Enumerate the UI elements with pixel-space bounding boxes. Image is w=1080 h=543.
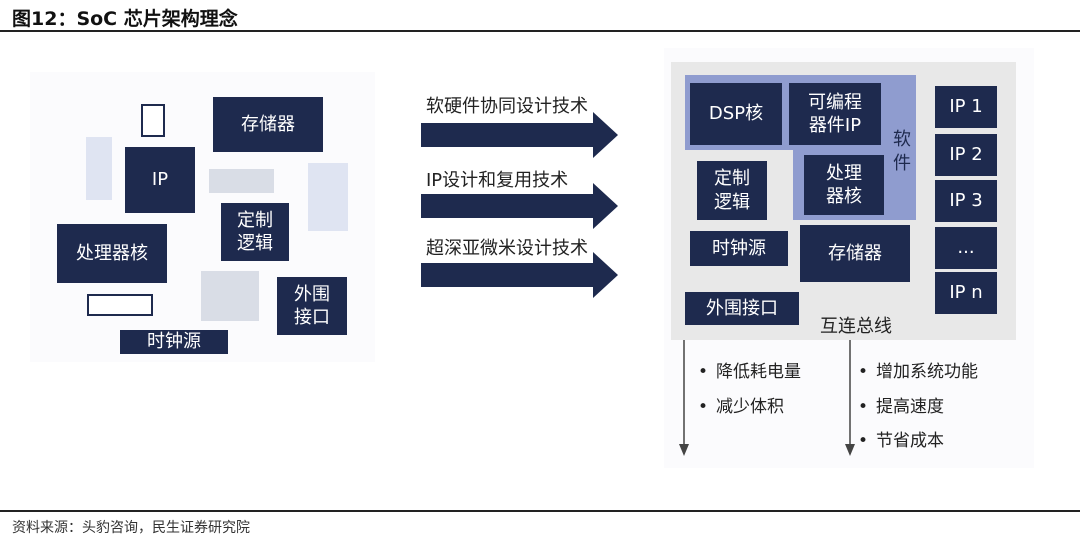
benefit-right-3: •节省成本 bbox=[858, 431, 944, 451]
left-peripheral-interface-block: 外围 接口 bbox=[277, 277, 347, 335]
soc-processor-core-block: 处理 器核 bbox=[804, 155, 884, 215]
soc-clock-source-block: 时钟源 bbox=[690, 231, 788, 266]
benefit-left-1: •降低耗电量 bbox=[698, 362, 801, 382]
source-note: 资料来源：头豹咨询，民生证券研究院 bbox=[12, 520, 250, 536]
arrow-3 bbox=[421, 252, 618, 298]
interconnect-bus-label: 互连总线 bbox=[820, 316, 892, 337]
bullet-dot: • bbox=[858, 431, 869, 451]
process-arrows bbox=[421, 112, 618, 298]
software-label: 软 件 bbox=[893, 129, 911, 175]
footer-divider bbox=[0, 510, 1080, 512]
ip-block-3: IP 3 bbox=[935, 180, 997, 222]
left-memory-block: 存储器 bbox=[213, 97, 323, 152]
benefit-right-2: •提高速度 bbox=[858, 397, 944, 417]
soc-peripheral-interface-block: 外围接口 bbox=[685, 292, 799, 325]
benefit-left-2: •减少体积 bbox=[698, 397, 784, 417]
bullet-dot: • bbox=[858, 362, 869, 382]
left-clock-source-block: 时钟源 bbox=[120, 330, 228, 354]
arrow-label-2: IP设计和复用技术 bbox=[426, 170, 569, 191]
benefit-right-1: •增加系统功能 bbox=[858, 362, 978, 382]
small-outline-square bbox=[141, 104, 165, 137]
ip-block-ellipsis: ... bbox=[935, 227, 997, 269]
arrow-label-3: 超深亚微米设计技术 bbox=[426, 238, 588, 259]
programmable-ip-block: 可编程 器件IP bbox=[789, 83, 881, 145]
left-processor-core-block: 处理器核 bbox=[57, 224, 167, 283]
ip-block-1: IP 1 bbox=[935, 86, 997, 128]
arrow-label-1: 软硬件协同设计技术 bbox=[426, 96, 588, 117]
small-outline-rect bbox=[87, 294, 153, 316]
left-ip-block: IP bbox=[125, 147, 195, 213]
left-custom-logic-block: 定制 逻辑 bbox=[221, 203, 289, 261]
bullet-dot: • bbox=[858, 397, 869, 417]
light-block-right bbox=[308, 163, 348, 231]
gray-square bbox=[201, 271, 259, 321]
bullet-dot: • bbox=[698, 362, 709, 382]
header-divider bbox=[0, 30, 1080, 32]
dsp-core-block: DSP核 bbox=[690, 83, 782, 145]
bullet-dot: • bbox=[698, 397, 709, 417]
arrow-1 bbox=[421, 112, 618, 158]
ip-block-n: IP n bbox=[935, 272, 997, 314]
soc-custom-logic-block: 定制 逻辑 bbox=[697, 161, 767, 220]
soc-memory-block: 存储器 bbox=[800, 225, 910, 282]
gray-bar bbox=[209, 169, 274, 193]
ip-block-2: IP 2 bbox=[935, 134, 997, 176]
arrow-2 bbox=[421, 183, 618, 229]
down-arrows bbox=[679, 340, 855, 456]
page-title: 图12：SoC 芯片架构理念 bbox=[12, 8, 238, 30]
light-block-left bbox=[86, 137, 112, 200]
